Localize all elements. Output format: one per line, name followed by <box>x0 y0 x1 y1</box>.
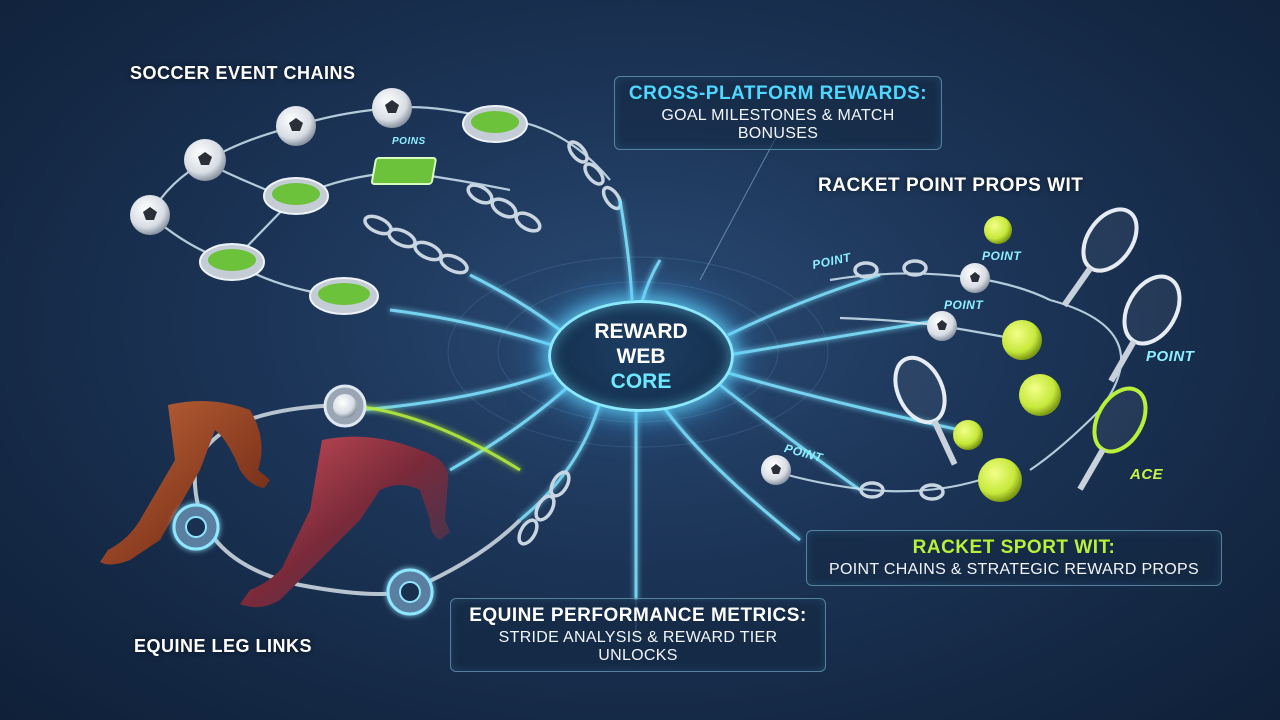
tennis-racket-icons <box>893 207 1182 491</box>
cross-platform-title: CROSS-PLATFORM REWARDS: <box>628 83 928 104</box>
glow-wires <box>359 199 961 600</box>
chain-links-equine <box>517 470 571 546</box>
racket-sport-subtitle: POINT CHAINS & STRATEGIC REWARD PROPS <box>829 561 1199 578</box>
point-tag-5: POINT <box>1146 348 1195 365</box>
core-line-2: WEB <box>616 344 666 368</box>
ace-tag: ACE <box>1130 466 1164 483</box>
soccer-event-chains-label: SOCCER EVENT CHAINS <box>130 63 356 83</box>
equine-metrics-callout: EQUINE PERFORMANCE METRICS: STRIDE ANALY… <box>450 598 826 672</box>
equine-metrics-title: EQUINE PERFORMANCE METRICS: <box>469 605 807 626</box>
racket-sport-title: RACKET SPORT WIT: <box>912 537 1116 558</box>
poins-tag: POINS <box>392 136 426 147</box>
stadium-icons <box>199 105 528 315</box>
equine-leg-links-label: EQUINE LEG LINKS <box>134 636 313 656</box>
cross-platform-rewards-callout: CROSS-PLATFORM REWARDS: GOAL MILESTONES … <box>614 76 942 150</box>
gear-icon-left <box>172 503 220 551</box>
horse-legs-back <box>100 401 270 565</box>
core-line-3: CORE <box>610 369 672 393</box>
cross-platform-subtitle: GOAL MILESTONES & MATCH BONUSES <box>661 107 895 142</box>
racket-sport-callout: RACKET SPORT WIT: POINT CHAINS & STRATEG… <box>806 530 1222 586</box>
point-tag-3: POINT <box>944 298 984 312</box>
horse-legs-front <box>240 436 450 608</box>
chain-links-soccer <box>363 140 623 275</box>
point-tag-2: POINT <box>982 249 1022 263</box>
chain-links-racket <box>853 259 945 501</box>
equine-metrics-subtitle: STRIDE ANALYSIS & REWARD TIER UNLOCKS <box>498 629 778 664</box>
gear-icon-upper <box>323 384 367 428</box>
gear-icon-bottom <box>386 568 434 616</box>
soccer-ball-icons <box>130 88 990 485</box>
core-orbit-rings <box>447 256 829 448</box>
reward-web-core: REWARD WEB CORE <box>548 300 734 412</box>
core-line-1: REWARD <box>594 319 688 343</box>
tennis-ball-icons <box>953 216 1061 502</box>
racket-point-props-label: RACKET POINT PROPS WIT <box>818 175 1084 196</box>
